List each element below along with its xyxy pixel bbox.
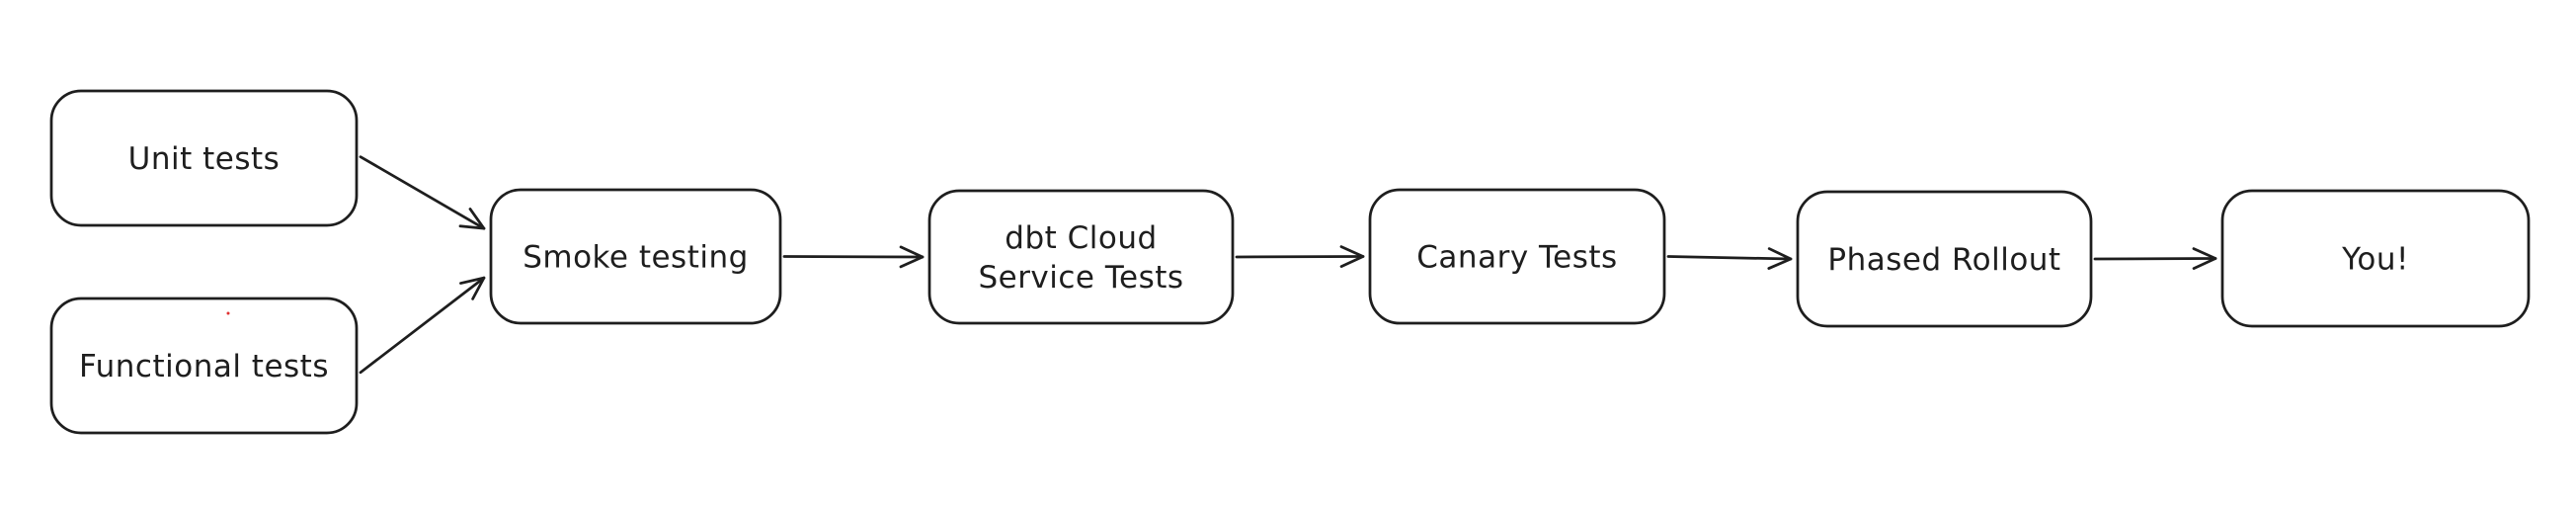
node-box [1368,188,1666,325]
node-label-line: Service Tests [978,260,1183,296]
node-unit-tests: Unit tests [49,89,359,227]
edge-phased-rollout-to-you [2093,247,2217,270]
edges-layer [359,155,2217,375]
node-label: Canary Tests [1416,239,1617,275]
edge-functional-tests-to-smoke-testing [359,276,486,375]
node-label-line: Unit tests [128,141,281,177]
edge-unit-tests-to-smoke-testing [359,155,486,230]
node-label-line: Smoke testing [523,239,749,275]
node-label-line: Canary Tests [1416,239,1617,275]
node-smoke-testing: Smoke testing [489,188,782,325]
node-box [1796,190,2093,328]
node-box [489,188,782,325]
node-label: Smoke testing [523,239,749,275]
node-label: Phased Rollout [1827,242,2060,278]
node-box [2220,189,2531,328]
node-box [49,89,359,227]
node-label-line: Phased Rollout [1827,242,2060,278]
edge-smoke-testing-to-dbt-cloud-service-tests [782,245,925,269]
node-label-line: Functional tests [79,349,329,384]
node-label: Unit tests [128,141,281,177]
node-phased-rollout: Phased Rollout [1796,190,2093,328]
node-label-line: You! [2341,241,2409,277]
node-label: You! [2341,241,2409,277]
edge-dbt-cloud-service-tests-to-canary-tests [1235,245,1365,268]
node-canary-tests: Canary Tests [1368,188,1666,325]
node-functional-tests: Functional tests [49,297,359,435]
node-box [49,297,359,435]
node-label-line: dbt Cloud [1005,220,1157,256]
stray-red-dot [226,311,230,315]
edge-canary-tests-to-phased-rollout [1666,247,1793,270]
node-you: You! [2220,189,2531,328]
node-label: Functional tests [79,349,329,384]
node-box [927,189,1235,325]
